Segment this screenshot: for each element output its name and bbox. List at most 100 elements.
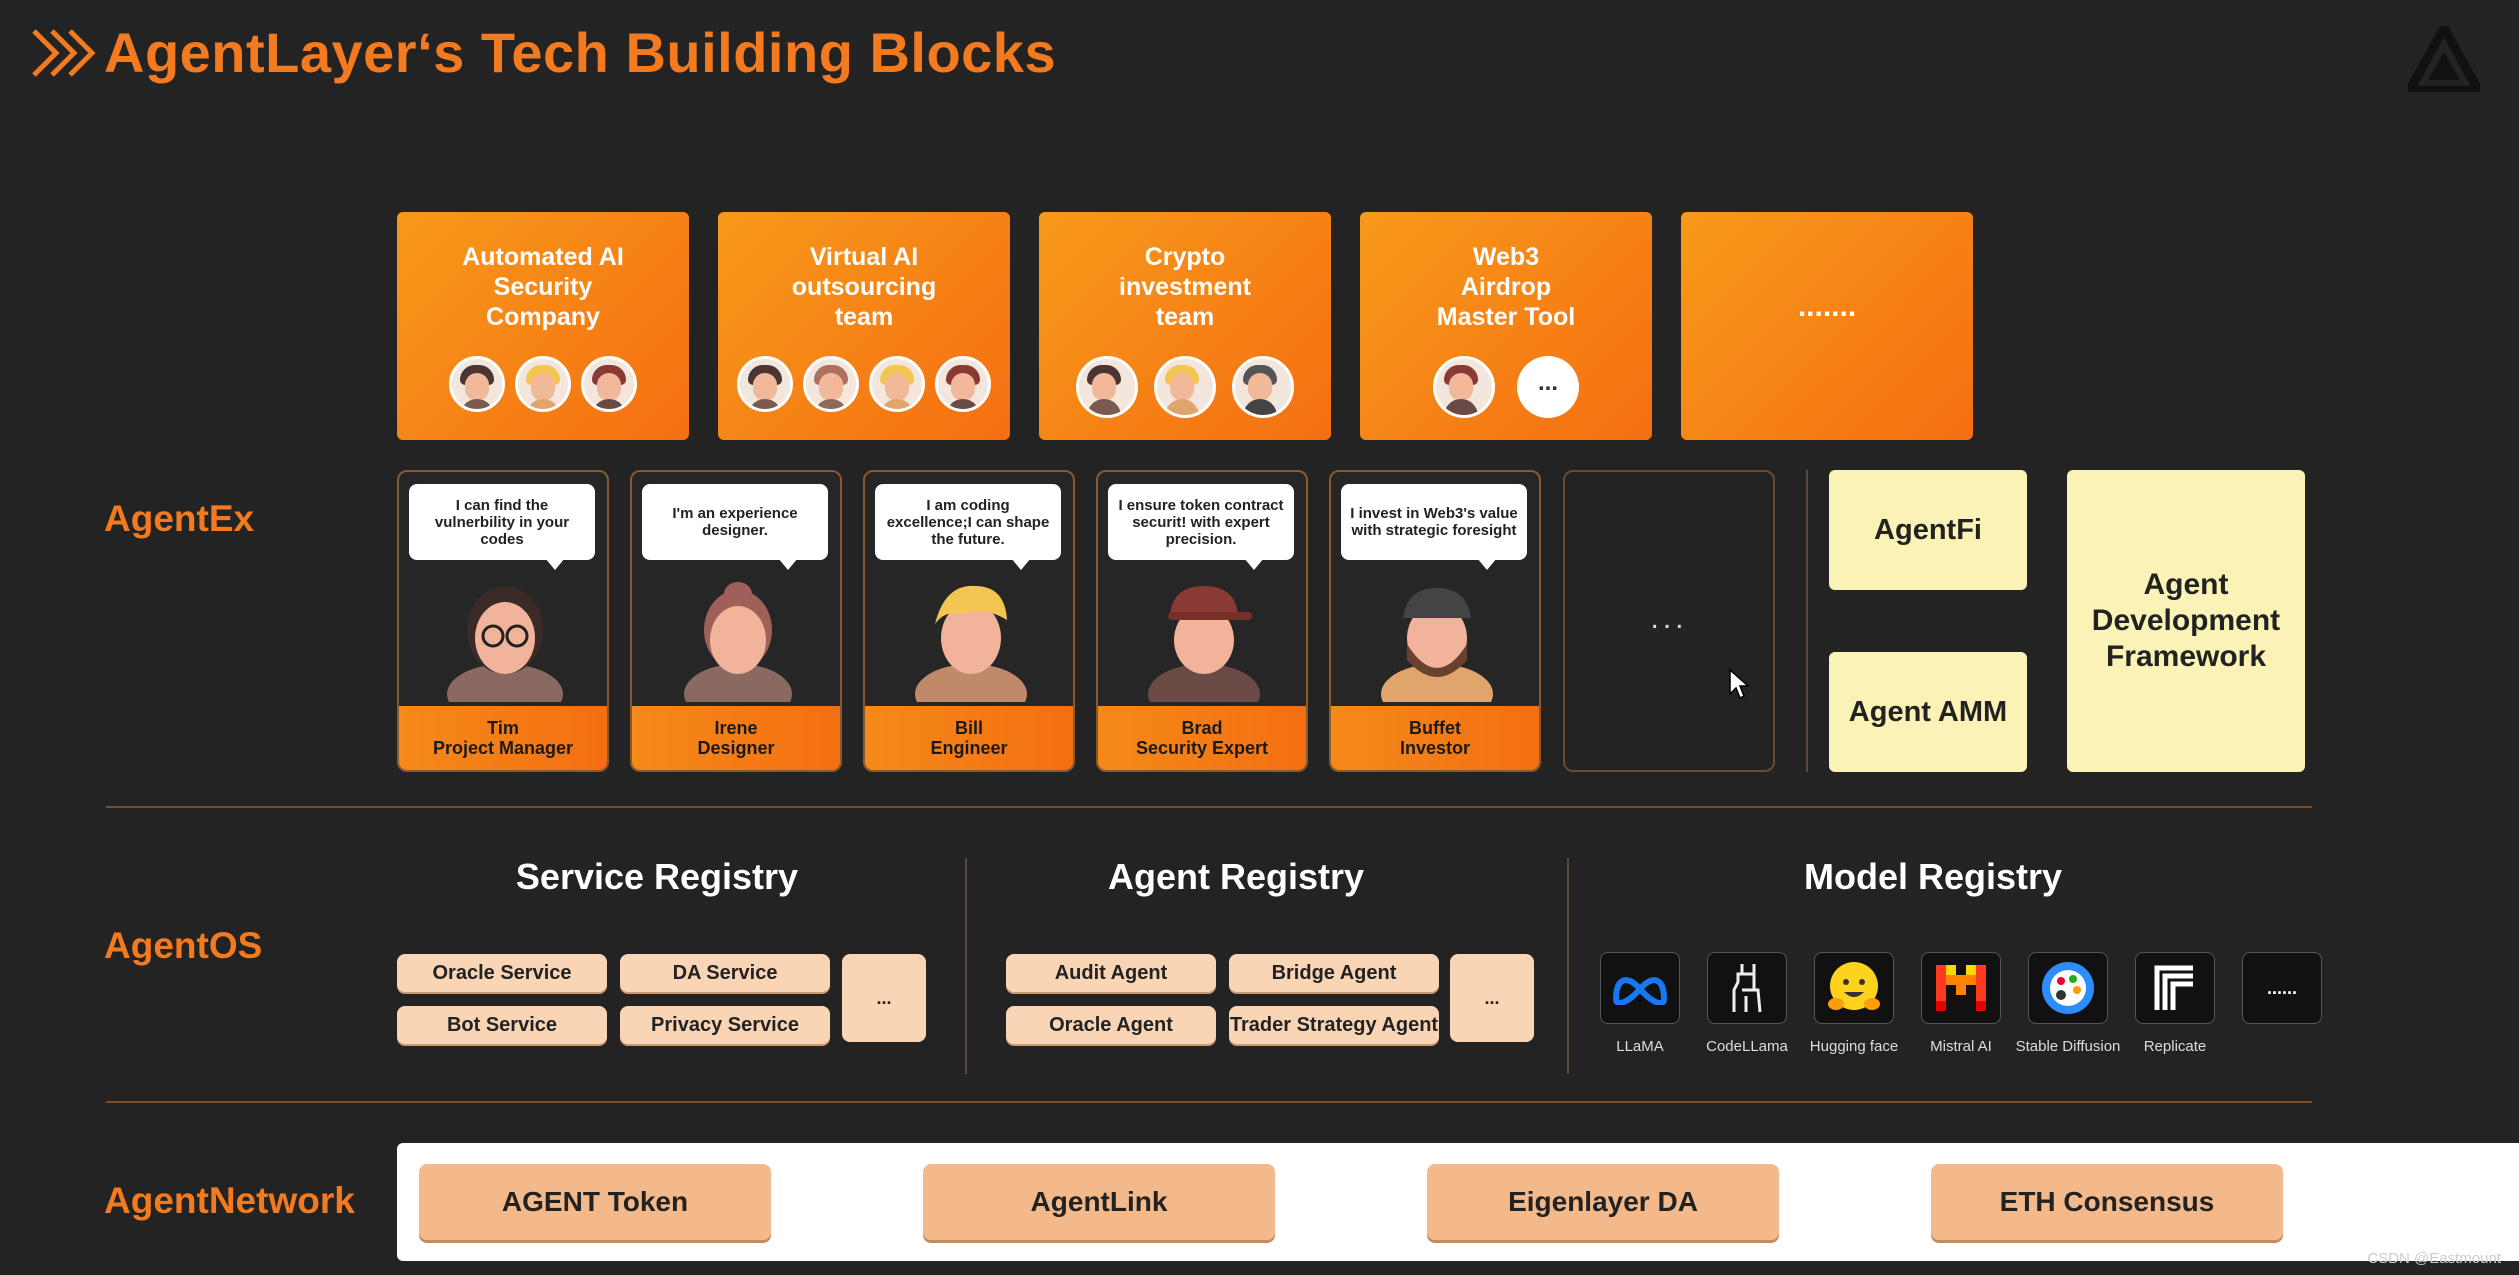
service-pill[interactable]: DA Service	[620, 954, 830, 992]
team-card[interactable]: Virtual AI outsourcing team	[718, 212, 1010, 440]
layer-label-agentnetwork: AgentNetwork	[104, 1180, 355, 1221]
persona-caption: Irene Designer	[632, 706, 840, 770]
avatar	[869, 356, 925, 412]
agent-pill[interactable]: Bridge Agent	[1229, 954, 1439, 992]
model-hugging-face[interactable]: Hugging face	[1810, 952, 1898, 1055]
persona-name: Brad	[1181, 718, 1223, 738]
team-name: Web3 Airdrop Master Tool	[1436, 243, 1576, 331]
persona-card-more[interactable]: ...	[1563, 470, 1775, 772]
persona-role: Security Expert	[1135, 738, 1269, 758]
team-more-ellipsis: .......	[1797, 290, 1857, 323]
avatar	[935, 356, 991, 412]
speech-bubble: I am coding excellence;I can shape the f…	[875, 484, 1061, 570]
avatar	[1433, 356, 1495, 418]
model-name: Hugging face	[1809, 1038, 1899, 1055]
speech-bubble: I invest in Web3's value with strategic …	[1341, 484, 1527, 570]
agentlink-button[interactable]: AgentLink	[923, 1164, 1275, 1240]
persona-role: Investor	[1399, 738, 1471, 758]
speech-bubble: I can find the vulnerbility in your code…	[409, 484, 595, 570]
model-name: LLaMA	[1616, 1038, 1664, 1055]
persona-card[interactable]: I invest in Web3's value with strategic …	[1329, 470, 1541, 772]
agent-more-button[interactable]: ...	[1450, 954, 1534, 1042]
persona-caption: Tim Project Manager	[399, 706, 607, 770]
model-codellama[interactable]: CodeLLama	[1706, 952, 1788, 1055]
service-pill[interactable]: Privacy Service	[620, 1006, 830, 1044]
team-card[interactable]: Web3 Airdrop Master Tool ...	[1360, 212, 1652, 440]
more-avatars-icon: ...	[1517, 356, 1579, 418]
double-chevron-icon	[32, 28, 96, 77]
meta-icon	[1600, 952, 1680, 1024]
persona-role: Engineer	[930, 738, 1008, 758]
divider	[1806, 470, 1808, 772]
model-more[interactable]: ......	[2242, 952, 2322, 1038]
mistral-icon	[1921, 952, 2001, 1024]
agent-pill[interactable]: Audit Agent	[1006, 954, 1216, 992]
header: AgentLayer‘s Tech Building Blocks	[30, 20, 1056, 85]
avatar	[1076, 356, 1138, 418]
mouse-cursor-icon	[1729, 668, 1750, 700]
more-glyph: ......	[2266, 977, 2297, 998]
avatar	[515, 356, 571, 412]
divider	[965, 858, 967, 1074]
persona-avatar-icon	[447, 586, 563, 702]
team-card-more[interactable]: .......	[1681, 212, 1973, 440]
hugging-face-icon	[1814, 952, 1894, 1024]
agent-pill[interactable]: Oracle Agent	[1006, 1006, 1216, 1044]
persona-more-ellipsis: ...	[1650, 602, 1688, 635]
agent-token-button[interactable]: AGENT Token	[419, 1164, 771, 1240]
persona-role: Project Manager	[432, 738, 574, 758]
model-name: CodeLLama	[1706, 1038, 1788, 1055]
persona-card[interactable]: I can find the vulnerbility in your code…	[397, 470, 609, 772]
replicate-icon	[2135, 952, 2215, 1024]
agentfi-box[interactable]: AgentFi	[1829, 470, 2027, 590]
team-card[interactable]: Crypto investment team	[1039, 212, 1331, 440]
avatar	[803, 356, 859, 412]
model-registry-title: Model Registry	[1803, 856, 2063, 897]
palette-icon	[2028, 952, 2108, 1024]
llama-icon	[1707, 952, 1787, 1024]
persona-role: Designer	[697, 738, 775, 758]
persona-card[interactable]: I ensure token contract securit! with ex…	[1096, 470, 1308, 772]
agentlayer-logo-icon	[2408, 26, 2480, 92]
persona-name: Bill	[954, 718, 983, 738]
persona-avatar-icon	[915, 585, 1027, 702]
team-avatars: ...	[1360, 356, 1652, 418]
service-more-button[interactable]: ...	[842, 954, 926, 1042]
model-name: Mistral AI	[1930, 1038, 1992, 1055]
agent-amm-box[interactable]: Agent AMM	[1829, 652, 2027, 772]
persona-name: Tim	[487, 718, 519, 738]
page-title: AgentLayer‘s Tech Building Blocks	[104, 21, 1057, 84]
avatar	[581, 356, 637, 412]
model-llama[interactable]: LLaMA	[1600, 952, 1680, 1055]
team-avatars	[1039, 356, 1331, 418]
persona-card[interactable]: I'm an experience designer. Irene Design…	[630, 470, 842, 772]
team-name: Automated AI Security Company	[462, 243, 624, 331]
team-name: Crypto investment team	[1119, 243, 1251, 331]
layer-label-agentex: AgentEx	[104, 498, 255, 539]
eth-consensus-button[interactable]: ETH Consensus	[1931, 1164, 2283, 1240]
persona-name: Buffet	[1409, 718, 1461, 738]
team-name: Virtual AI outsourcing team	[791, 243, 937, 331]
model-name: Replicate	[2143, 1038, 2207, 1055]
agent-pill[interactable]: Trader Strategy Agent	[1229, 1006, 1439, 1044]
persona-caption: Brad Security Expert	[1098, 706, 1306, 770]
service-pill[interactable]: Oracle Service	[397, 954, 607, 992]
persona-caption: Buffet Investor	[1331, 706, 1539, 770]
model-replicate[interactable]: Replicate	[2135, 952, 2215, 1055]
persona-card[interactable]: I am coding excellence;I can shape the f…	[863, 470, 1075, 772]
service-registry-title: Service Registry	[515, 856, 799, 897]
model-stable-diffusion[interactable]: Stable Diffusion	[2016, 952, 2120, 1055]
agent-development-framework-box[interactable]: Agent Development Framework	[2067, 470, 2305, 772]
persona-avatar-icon	[684, 582, 792, 702]
persona-name: Irene	[714, 718, 758, 738]
service-pill[interactable]: Bot Service	[397, 1006, 607, 1044]
avatar	[449, 356, 505, 412]
avatar	[737, 356, 793, 412]
eigenlayer-da-button[interactable]: Eigenlayer DA	[1427, 1164, 1779, 1240]
team-card[interactable]: Automated AI Security Company	[397, 212, 689, 440]
model-mistral[interactable]: Mistral AI	[1921, 952, 2001, 1055]
avatar	[1154, 356, 1216, 418]
avatar	[1232, 356, 1294, 418]
persona-caption: Bill Engineer	[865, 706, 1073, 770]
persona-avatar-icon	[1381, 588, 1493, 702]
